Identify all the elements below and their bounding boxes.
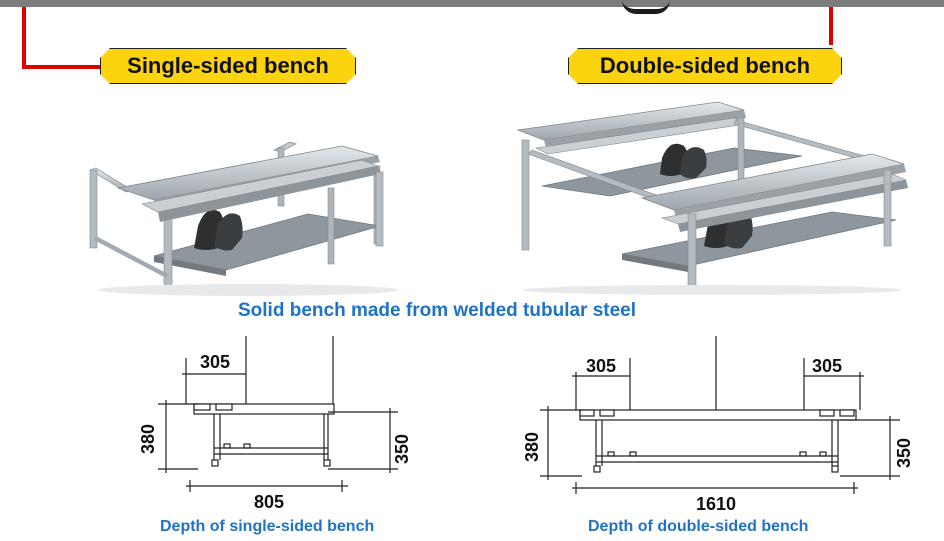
double-sided-bench-illustration — [516, 101, 908, 295]
shoes-icon — [194, 209, 243, 251]
double-depth-dimension: 1610 — [696, 494, 736, 514]
single-sided-dimension-drawing: 305 380 350 805 — [138, 336, 408, 512]
double-seat-right-dimension: 305 — [812, 356, 842, 376]
single-depth-caption: Depth of single-sided bench — [160, 518, 375, 535]
single-sided-badge: Single-sided bench — [100, 48, 356, 84]
single-sided-bench-illustration — [89, 141, 398, 296]
double-depth-caption: Depth of double-sided bench — [588, 518, 809, 535]
double-seat-left-dimension: 305 — [586, 356, 616, 376]
connector-left-horizontal — [22, 65, 102, 69]
double-height-dimension: 380 — [522, 432, 542, 462]
main-caption: Solid bench made from welded tubular ste… — [238, 300, 637, 321]
single-sided-badge-label: Single-sided bench — [127, 53, 329, 78]
single-depth-dimension: 805 — [254, 492, 284, 512]
double-shelf-height-dimension: 350 — [894, 438, 914, 468]
double-sided-badge-label: Double-sided bench — [599, 53, 811, 78]
single-shelf-height-dimension: 350 — [392, 434, 408, 464]
top-decoration — [622, 0, 670, 14]
single-seat-dimension: 305 — [200, 352, 230, 372]
connector-right-vertical — [829, 7, 833, 45]
double-sided-badge: Double-sided bench — [568, 48, 842, 84]
top-rule — [0, 0, 944, 7]
connector-left-vertical — [22, 7, 26, 69]
rear-shoes-icon — [660, 143, 707, 179]
double-sided-dimension-drawing: 305 305 380 350 1610 — [522, 336, 914, 514]
single-height-dimension: 380 — [138, 424, 158, 454]
